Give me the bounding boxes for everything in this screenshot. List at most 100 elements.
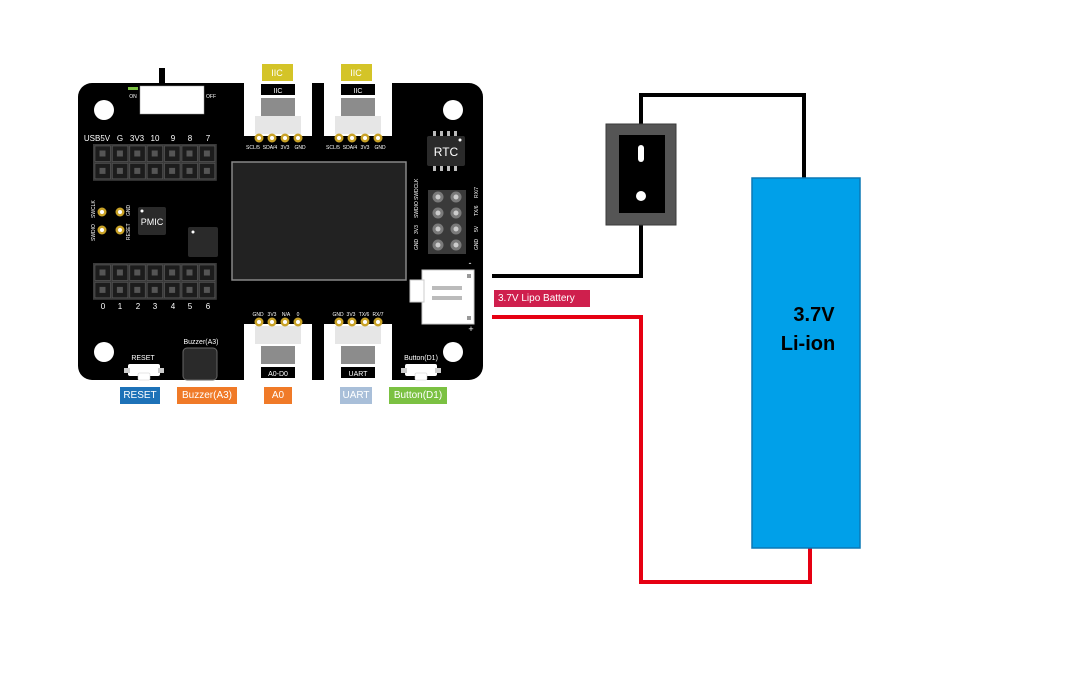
header-pin-hole (169, 167, 176, 174)
switch-off-label: OFF (206, 94, 216, 100)
header-pin-hole (186, 167, 193, 174)
header-pin-hole (169, 286, 176, 293)
a0-name-label: A0-D0 (268, 371, 288, 378)
connector-pad-hole (296, 136, 300, 140)
header-pin-hole (203, 167, 210, 174)
uart-pin-label: 3V3 (347, 312, 356, 318)
header-pin-hole (151, 150, 158, 157)
header-pin-hole (134, 286, 141, 293)
header-pin-hole (116, 167, 123, 174)
connector-pad-hole (257, 320, 261, 324)
battery-port-plus: + (468, 324, 473, 334)
debug-pads: SWCLK SWDIO GND RESET (91, 200, 132, 241)
rtc-chip: RTC (427, 131, 465, 171)
pmic-label: PMIC (141, 217, 164, 227)
chip-leg (447, 166, 450, 171)
connector-pad-hole (376, 136, 380, 140)
debug-label-reset: RESET (126, 223, 132, 240)
header-pin-hole (203, 150, 210, 157)
expansion-board: ON OFF USB5V G 3V3 10 9 8 7 0 1 2 3 4 5 … (78, 64, 483, 381)
iic1-pin-label: SCL/5 (246, 145, 260, 151)
pin-label-3v3: 3V3 (130, 134, 145, 143)
iic2-pin-label: SCL/5 (326, 145, 340, 151)
header-pin-hole (435, 194, 441, 200)
header-pin-hole (169, 269, 176, 276)
right-pin-label: TX/6 (474, 205, 480, 216)
iic1-pin-label: SDA/4 (263, 145, 278, 151)
chip-leg (447, 131, 450, 136)
connector-pad-hole (337, 320, 341, 324)
debug-label-swclk: SWCLK (91, 200, 97, 218)
battery-voltage-label: 3.7V (793, 304, 835, 326)
header-pin-hole (453, 242, 459, 248)
right-pin-label: GND (414, 239, 420, 251)
uart-pin-label: RX/7 (372, 312, 383, 318)
bottom-pin-header (93, 263, 217, 300)
header-pin-hole (453, 210, 459, 216)
right-pin-label: 5V (474, 225, 480, 232)
iic2-pin-label: SDA/4 (343, 145, 358, 151)
switch-on-label: ON (129, 94, 137, 100)
a0-tag: A0 (264, 387, 292, 404)
header-pin-hole (435, 226, 441, 232)
right-pin-label: GND (474, 239, 480, 251)
pmic-chip: PMIC (138, 207, 166, 235)
pin-label-0: 0 (101, 302, 106, 311)
pin-label-3: 3 (153, 302, 158, 311)
li-ion-battery: 3.7V Li-ion (751, 177, 861, 549)
header-pin-hole (186, 269, 193, 276)
connector-pad-hole (270, 320, 274, 324)
header-pin-hole (151, 269, 158, 276)
buzzer-tag: Buzzer(A3) (177, 387, 237, 404)
a0-pin-label: 3V3 (268, 312, 277, 318)
iic2-cap-label: IIC (350, 68, 362, 78)
iic1-pin-label: 3V3 (281, 145, 290, 151)
connector-pad-hole (350, 136, 354, 140)
header-pin-hole (99, 269, 106, 276)
buzzer: Buzzer(A3) (182, 339, 219, 381)
battery-port-minus: - (469, 258, 472, 268)
button-d1[interactable]: Button(D1) (401, 355, 441, 381)
pin-label-g: G (117, 134, 123, 143)
chip-leg (454, 131, 457, 136)
mounting-hole (94, 100, 114, 120)
debug-label-gnd: GND (126, 205, 132, 217)
rtc-label: RTC (434, 145, 459, 159)
chip-leg (433, 131, 436, 136)
oled-display (231, 161, 407, 281)
header-pin-hole (186, 286, 193, 293)
connector-pad-hole (363, 320, 367, 324)
connector-pad-hole (363, 136, 367, 140)
buzzer-label: Buzzer(A3) (183, 339, 218, 346)
header-pin-hole (99, 167, 106, 174)
uart-name-label: UART (349, 371, 369, 378)
a0-pin-label: 0 (297, 312, 300, 318)
debug-label-swdio: SWDIO (91, 224, 97, 241)
iic2-pin-label: 3V3 (361, 145, 370, 151)
connector-pad-hole (350, 320, 354, 324)
a0-pin-label: GND (252, 312, 264, 318)
pin-label-6: 6 (206, 302, 211, 311)
button-d1-label: Button(D1) (404, 355, 438, 362)
lipo-battery-tag: 3.7V Lipo Battery (494, 290, 590, 307)
uart-tag: UART (340, 387, 372, 404)
iic2-pin-label: GND (374, 145, 386, 151)
reset-tag: RESET (120, 387, 160, 404)
mounting-hole (443, 342, 463, 362)
uart-pin-label: GND (332, 312, 344, 318)
power-switch[interactable]: ON OFF (128, 68, 216, 115)
reset-label: RESET (131, 355, 155, 362)
header-pin-hole (435, 242, 441, 248)
connector-pad-hole (296, 320, 300, 324)
header-pin-hole (134, 150, 141, 157)
reset-button[interactable]: RESET (124, 355, 164, 381)
mounting-hole (94, 342, 114, 362)
a0-connector: GND 3V3 N/A 0 A0-D0 (244, 312, 312, 380)
right-pin-header (428, 190, 466, 254)
right-header-labels: SWDCLK SWDIO 3V3 GND RX/7 TX/6 5V GND (414, 178, 480, 250)
right-pin-label: SWDIO (414, 201, 420, 218)
iic1-cap-label: IIC (271, 68, 283, 78)
header-pin-hole (134, 167, 141, 174)
header-pin-hole (203, 269, 210, 276)
connector-pad-hole (376, 320, 380, 324)
